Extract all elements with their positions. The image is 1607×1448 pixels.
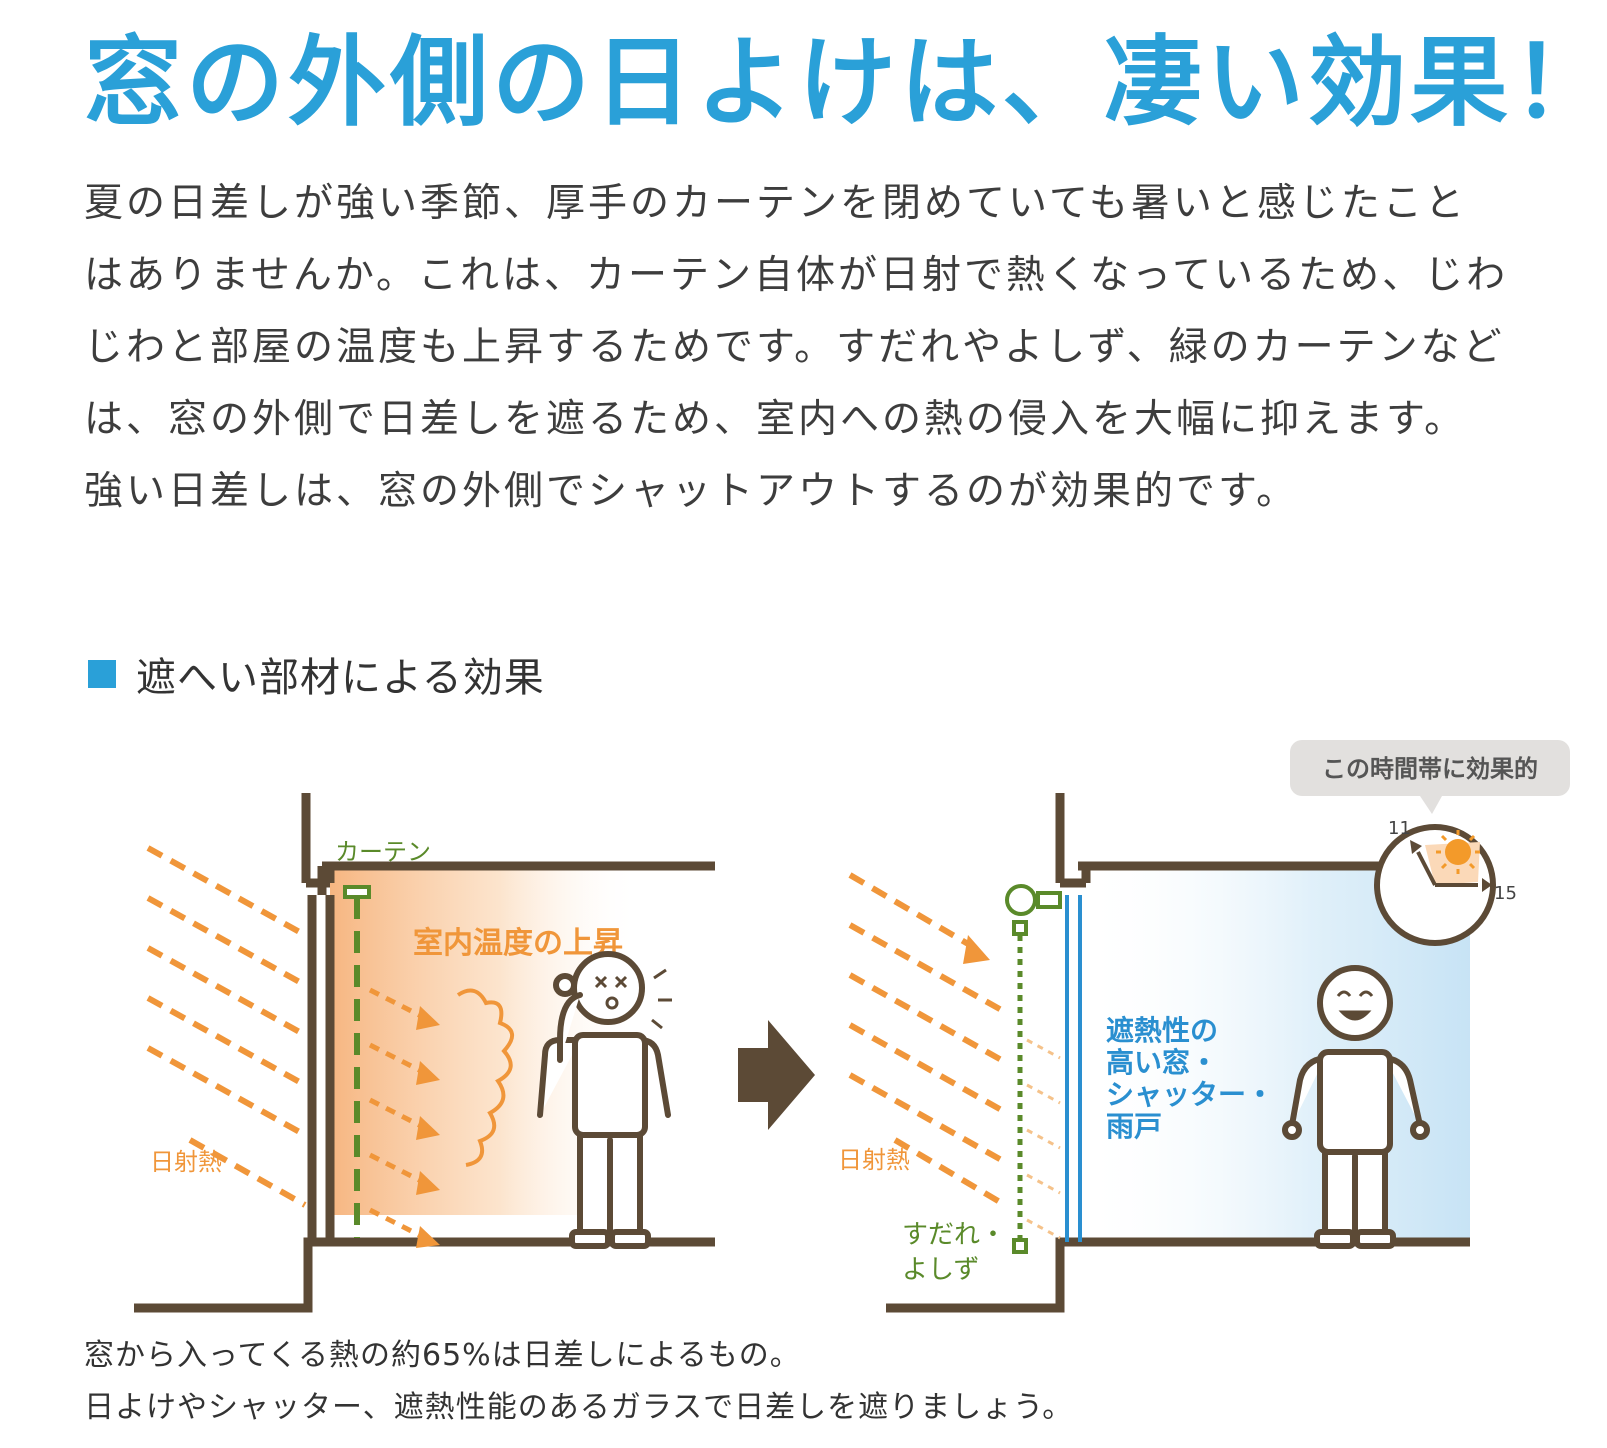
- intro-line: 強い日差しは、窓の外側でシャットアウトするのが効果的です。: [84, 469, 1299, 514]
- caption-line: 日よけやシャッター、遮熱性能のあるガラスで日差しを遮りましょう。: [84, 1390, 1074, 1425]
- house-structure-right: [886, 793, 1470, 1313]
- transition-arrow-icon: [738, 1020, 815, 1130]
- sweat-drops-icon: [651, 968, 672, 1030]
- section-heading: 遮へい部材による効果: [88, 645, 545, 703]
- curtain-rail: [343, 885, 371, 899]
- sudare-blind: [1005, 884, 1062, 1254]
- intro-line: は、窓の外側で日差しを遮るため、室内への熱の侵入を大幅に抑えます。: [84, 397, 1467, 442]
- intro-line: じわと部屋の温度も上昇するためです。すだれやよしず、緑のカーテンなど: [84, 325, 1505, 370]
- right-panel: 日射熱 遮熱性の 高い窓・ シャッター・ 雨戸 すだれ・ よしず: [838, 740, 1570, 1313]
- clock-icon: [1374, 824, 1496, 946]
- sudare-label-line: よしず: [902, 1255, 979, 1285]
- dizzy-eyes-icon: [594, 975, 628, 1010]
- left-panel: カーテン 日射熱 室内温度の上昇: [134, 793, 715, 1313]
- effective-time-badge: この時間帯に効果的: [1290, 740, 1570, 814]
- smile-face-icon: [1336, 990, 1374, 1021]
- window-label-line: 遮熱性の: [1106, 1014, 1218, 1047]
- effective-badge-text: この時間帯に効果的: [1322, 755, 1538, 783]
- sun-icon: [1436, 830, 1480, 874]
- curtain-label: カーテン: [335, 838, 431, 866]
- inner-arrow-heads: [416, 1006, 440, 1248]
- sun-rays-right: [848, 872, 1007, 1208]
- clock-end-label: 15: [1494, 883, 1517, 904]
- window-label-line: 雨戸: [1106, 1110, 1162, 1143]
- section-square-icon: [88, 660, 116, 688]
- page-title: 窓の外側の日よけは、凄い効果！: [84, 26, 1607, 140]
- comfortable-person-figure: [1282, 965, 1430, 1249]
- filtered-rays: [1026, 1038, 1061, 1240]
- intro-line: はありませんか。これは、カーテン自体が日射で熱くなっているため、じわ: [84, 253, 1509, 298]
- sudare-label-line: すだれ・: [902, 1220, 1006, 1250]
- sun-heat-label-right: 日射熱: [838, 1146, 910, 1174]
- window-label-line: 高い窓・: [1106, 1046, 1218, 1079]
- intro-paragraph: 夏の日差しが強い季節、厚手のカーテンを閉めていても暑いと感じたこと はありません…: [84, 168, 1544, 528]
- clock-start-label: 11: [1388, 818, 1411, 839]
- hot-person-figure: [537, 951, 671, 1249]
- sun-rays-left: [146, 845, 307, 1208]
- section-heading-text: 遮へい部材による効果: [136, 655, 545, 701]
- sun-heat-label-left: 日射熱: [150, 1148, 222, 1176]
- intro-line: 夏の日差しが強い季節、厚手のカーテンを閉めていても暑いと感じたこと: [84, 181, 1467, 226]
- caption-line: 窓から入ってくる熱の約65%は日差しによるもの。: [84, 1338, 801, 1373]
- heat-wave-squiggle: [456, 988, 514, 1167]
- house-structure-left: [134, 793, 715, 1313]
- sun-ray-arrowhead: [963, 935, 990, 964]
- room-temp-label: 室内温度の上昇: [413, 926, 623, 961]
- heat-shield-window: [1065, 895, 1082, 1242]
- caption: 窓から入ってくる熱の約65%は日差しによるもの。 日よけやシャッター、遮熱性能の…: [84, 1330, 1073, 1434]
- window-label-line: シャッター・: [1106, 1078, 1274, 1111]
